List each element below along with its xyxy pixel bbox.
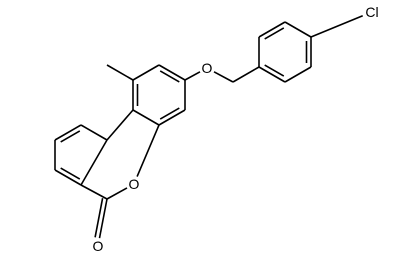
bond-p2-p3 <box>258 21 286 38</box>
bond-o_eth-ch2 <box>213 71 234 83</box>
bond-p2-p3-inner <box>264 27 285 40</box>
bond-c5-c6 <box>132 109 160 126</box>
bond-ch2-p1 <box>232 66 260 83</box>
bond-p4-cl <box>310 15 364 38</box>
chlorine-label: Cl <box>365 4 378 20</box>
bond-b5-b1 <box>80 139 108 186</box>
bond-c_co-o_co-second <box>94 198 104 238</box>
bond-p3-p4 <box>284 21 312 38</box>
bond-c5-o_ring <box>136 124 160 177</box>
bond-b1-b2 <box>80 124 108 141</box>
bond-c2-c3 <box>158 64 186 81</box>
ether-oxygen-label: O <box>202 60 213 76</box>
bond-c_co-o_co <box>98 198 108 239</box>
bond-b2-b3 <box>54 124 82 141</box>
carbonyl-oxygen-label: O <box>93 238 104 254</box>
ring-oxygen-label: O <box>129 176 140 192</box>
bond-lines <box>54 15 364 239</box>
bond-b4-b5-inner <box>60 167 81 180</box>
bond-p5-p6 <box>284 66 312 83</box>
bond-c3-o_eth <box>184 71 201 81</box>
bond-c4-c5-inner <box>159 107 180 120</box>
bond-b2-b3-inner <box>60 130 81 143</box>
bond-c1-c2 <box>132 64 160 81</box>
bond-o_ring-c_co <box>106 187 128 200</box>
bond-c1-me <box>106 64 134 81</box>
bond-p6-p1 <box>258 66 286 83</box>
bond-p6-p1-inner <box>264 64 285 77</box>
bond-c2-c3-inner <box>159 70 180 83</box>
bond-c4-c5 <box>158 109 186 126</box>
bond-c6-b1 <box>106 109 134 141</box>
bond-c_co-b5 <box>80 184 108 200</box>
bond-b4-b5 <box>54 169 82 186</box>
